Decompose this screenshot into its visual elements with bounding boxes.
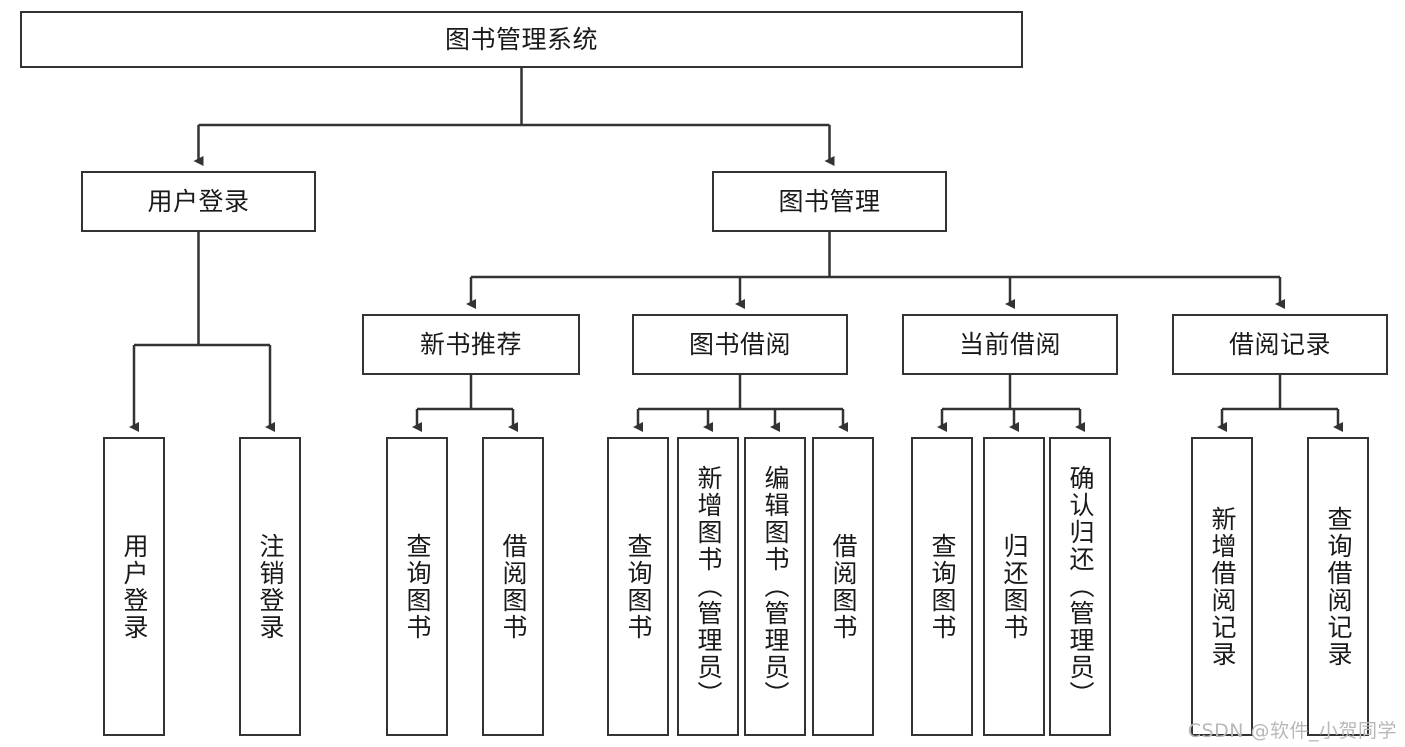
node-records[interactable]: 借阅记录 xyxy=(1172,314,1388,375)
node-label: 图书管理系统 xyxy=(444,24,598,54)
node-l-login[interactable]: 用户登录 xyxy=(103,437,165,736)
node-label: 用户登录 xyxy=(120,532,149,641)
node-bookmgmt[interactable]: 图书管理 xyxy=(712,171,947,232)
watermark-text: CSDN @软件_小贺同学 xyxy=(1187,720,1397,742)
node-label: 新书推荐 xyxy=(419,329,522,359)
node-label: 归还图书 xyxy=(1000,532,1029,641)
node-l-bo-lend[interactable]: 借阅图书 xyxy=(812,437,874,736)
node-l-bo-query[interactable]: 查询图书 xyxy=(607,437,669,736)
node-label: 查询图书 xyxy=(928,532,957,641)
node-newbook[interactable]: 新书推荐 xyxy=(362,314,580,375)
node-label: 注销登录 xyxy=(256,532,285,641)
node-label: 借阅记录 xyxy=(1228,329,1331,359)
node-label: 新增图书（管理员） xyxy=(694,465,723,708)
node-label: 查询图书 xyxy=(403,532,432,641)
node-l-re-add[interactable]: 新增借阅记录 xyxy=(1191,437,1253,736)
node-l-logout[interactable]: 注销登录 xyxy=(239,437,301,736)
node-label: 编辑图书（管理员） xyxy=(761,465,790,708)
node-label: 新增借阅记录 xyxy=(1208,505,1237,668)
node-label: 图书管理 xyxy=(778,186,881,216)
node-root[interactable]: 图书管理系统 xyxy=(20,11,1023,68)
node-l-nb-query[interactable]: 查询图书 xyxy=(386,437,448,736)
node-label: 确认归还（管理员） xyxy=(1066,465,1095,708)
node-l-bo-add[interactable]: 新增图书（管理员） xyxy=(677,437,739,736)
node-l-cu-return[interactable]: 归还图书 xyxy=(983,437,1045,736)
node-borrow[interactable]: 图书借阅 xyxy=(632,314,848,375)
node-l-re-query[interactable]: 查询借阅记录 xyxy=(1307,437,1369,736)
node-l-cu-query[interactable]: 查询图书 xyxy=(911,437,973,736)
node-login[interactable]: 用户登录 xyxy=(81,171,316,232)
node-l-nb-borrow[interactable]: 借阅图书 xyxy=(482,437,544,736)
node-l-cu-confirm[interactable]: 确认归还（管理员） xyxy=(1049,437,1111,736)
node-label: 查询借阅记录 xyxy=(1324,505,1353,668)
node-label: 用户登录 xyxy=(147,186,250,216)
node-label: 借阅图书 xyxy=(829,532,858,641)
node-l-bo-edit[interactable]: 编辑图书（管理员） xyxy=(744,437,806,736)
node-current[interactable]: 当前借阅 xyxy=(902,314,1118,375)
node-label: 图书借阅 xyxy=(688,329,791,359)
node-label: 查询图书 xyxy=(624,532,653,641)
node-label: 借阅图书 xyxy=(499,532,528,641)
node-label: 当前借阅 xyxy=(958,329,1061,359)
